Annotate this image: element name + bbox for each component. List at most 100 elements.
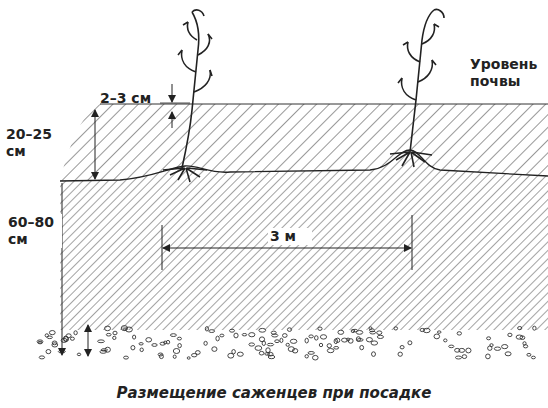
gravel-stone [287,328,291,332]
dimension-label: 20–25 см [6,126,66,160]
gravel-stone [259,328,266,332]
gravel-stone [242,334,247,336]
gravel-stone [334,347,339,350]
gravel-stone [164,341,167,344]
gravel-stone [46,350,51,354]
gravel-stone [437,331,441,333]
gravel-stone [334,339,337,344]
gravel-stone [105,326,111,331]
gravel-stone [113,336,116,339]
gravel-stone [369,327,372,330]
gravel-stone [370,331,376,334]
gravel-stone [494,347,500,350]
gravel-stone [173,349,179,354]
gravel-stone [400,346,404,349]
gravel-stone [187,357,190,359]
gravel-stone [459,348,465,352]
gravel-stone [357,339,363,342]
gravel-stone [434,334,440,339]
gravel-stone [139,343,143,345]
gravel-stone [398,352,402,356]
gravel-stone [462,355,467,359]
gravel-stone [255,346,262,351]
gravel-stone [265,353,270,356]
gravel-stone [159,354,163,358]
soil-level-label: Уровень почвы [468,56,546,90]
gravel-stone [292,349,297,353]
gravel-stone [377,331,382,335]
gravel-stone [49,331,55,335]
gravel-stone [423,328,430,332]
gravel-stone [249,333,255,337]
gravel-stone [527,353,531,356]
gravel-stone [140,348,143,352]
gravel-stone [356,331,363,335]
gravel-stone [502,345,508,349]
gravel-stone [268,355,275,358]
gravel-stone [505,352,511,356]
gravel-stone [457,332,461,335]
gravel-stone [319,343,322,346]
gravel-stone [232,350,236,354]
gravel-stone [131,346,135,350]
gravel-stone [280,338,283,342]
gravel-stone [394,327,398,330]
gravel-stone [327,344,331,348]
gravel-stone [178,344,182,348]
gravel-stone [121,326,127,331]
gravel-stone [237,352,243,356]
gravel-stone [98,340,105,343]
gravel-stone [70,337,74,340]
gravel-stone [106,333,111,336]
gravel-stone [272,334,278,337]
figure-caption: Размещение саженцев при посадке [0,384,548,402]
gravel-stone [366,338,372,342]
gravel-stone [290,339,297,343]
gravel-stone [259,337,264,342]
gravel-stone [377,335,383,338]
gravel-stone [74,331,77,335]
gravel-stone [320,335,326,339]
gravel-stone [259,351,264,355]
gravel-stone [204,341,207,345]
gravel-stone [77,353,80,356]
gravel-stone [318,327,322,330]
gravel-stone [315,336,319,340]
gravel-stone [52,343,58,347]
gravel-stone [152,344,157,347]
gravel-stone [466,348,471,353]
gravel-stone [146,338,152,342]
gravel-stone [351,329,354,332]
gravel-stone [266,348,270,353]
gravel-stone [516,335,523,339]
dimension-label: 60–80 см [6,214,62,248]
gravel-stone [456,356,462,359]
gravel-stone [408,341,412,345]
gravel-stone [249,343,255,346]
gravel-stone [212,347,217,352]
gravel-stone [170,334,176,337]
gravel-stone [105,347,110,352]
gravel-stone [209,330,215,333]
gravel-stone [508,333,512,336]
gravel-stone [486,354,491,359]
gravel-stone [220,334,224,337]
gravel-stone [216,336,219,341]
gravel-stone [309,335,313,338]
gravel-stone [195,351,200,355]
dimension-label: 2–3 см [100,90,160,107]
gravel-stone [348,339,353,344]
gravel-stone [308,352,314,355]
gravel-stone [327,349,334,353]
gravel-stone [533,326,536,330]
gravel-stone [113,331,117,335]
gravel-stone [487,337,491,340]
gravel-stone [234,333,238,338]
gravel-stone [449,345,454,348]
gravel-stone [338,330,344,334]
gravel-stone [267,343,274,346]
gravel-stone [523,345,527,348]
gravel-stone [101,349,107,351]
gravel-stone [360,345,364,349]
